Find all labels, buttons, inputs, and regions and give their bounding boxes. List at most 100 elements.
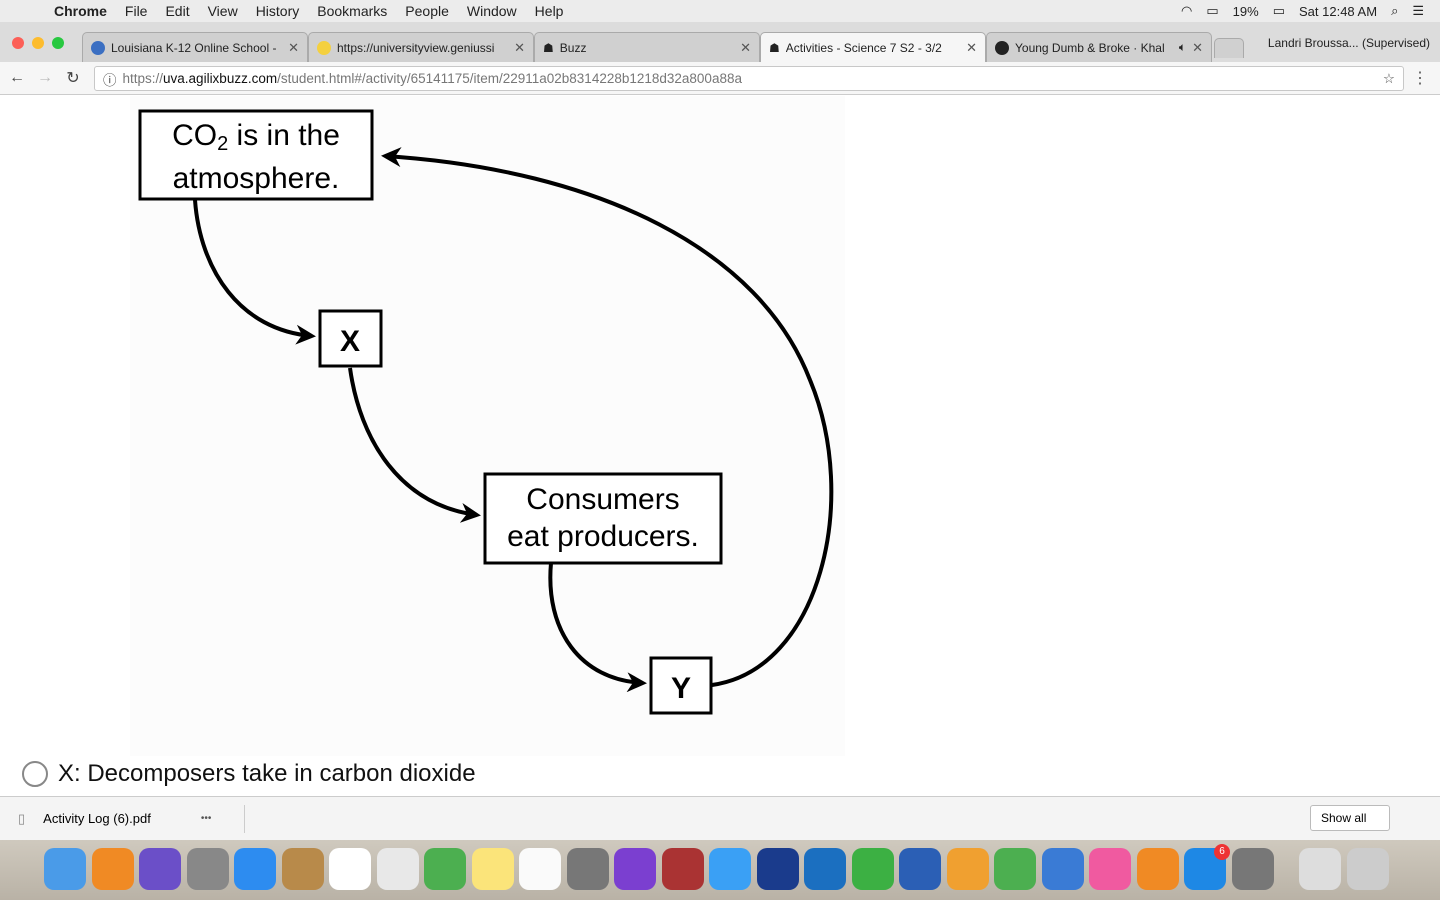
dock-launchpad-icon[interactable]: [186, 848, 229, 890]
x-box: [318, 309, 383, 368]
menu-kebab-icon[interactable]: ⋮: [1412, 70, 1428, 87]
download-shelf: ▯ Activity Log (6).pdf ••• Show all: [0, 796, 1440, 840]
show-all-button[interactable]: Show all: [1310, 805, 1390, 831]
dock-siri-icon[interactable]: [139, 848, 181, 890]
menu-window[interactable]: Window: [466, 3, 517, 19]
dock-keynote-icon[interactable]: [1041, 848, 1084, 890]
dock-trash-icon[interactable]: [1346, 848, 1389, 890]
bookmark-star-icon[interactable]: ☆: [1382, 70, 1395, 86]
menu-view[interactable]: View: [207, 3, 238, 19]
menu-people[interactable]: People: [405, 3, 449, 19]
dock-facetime-icon[interactable]: [851, 848, 894, 890]
tab-spotify[interactable]: Young Dumb & Broke · Khal🔈︎✕: [986, 32, 1212, 62]
dock-reminders-icon[interactable]: [519, 848, 561, 890]
dock-pages-icon[interactable]: [946, 848, 989, 890]
minimize-window-button[interactable]: [32, 37, 44, 49]
menu-history[interactable]: History: [255, 3, 300, 19]
arrow-x-to-consumers: [348, 367, 481, 523]
dock: 6: [0, 840, 1440, 900]
consumers-box: [483, 472, 723, 565]
dock-photo-booth-icon[interactable]: [661, 848, 704, 890]
dock-itunes-icon[interactable]: [1089, 848, 1131, 890]
new-tab-button[interactable]: [1214, 38, 1244, 58]
menu-file[interactable]: File: [124, 3, 148, 19]
dock-calendar-icon[interactable]: [329, 848, 371, 890]
co2-box-line2: atmosphere.: [173, 162, 340, 195]
search-icon[interactable]: ⌕: [1391, 3, 1399, 18]
tab-universityview[interactable]: https://universityview.geniussi✕: [308, 32, 534, 62]
spotify-icon: [995, 40, 1009, 55]
dock-self-service-icon[interactable]: [376, 848, 419, 890]
wifi-icon[interactable]: ◠: [1181, 3, 1193, 18]
download-options-button[interactable]: •••: [200, 813, 212, 824]
lightbulb-icon: [317, 40, 331, 55]
bee-icon: ☗: [769, 40, 780, 55]
co2-box: [138, 109, 374, 201]
dock-numbers-icon[interactable]: [994, 848, 1036, 890]
tab-strip: Louisiana K-12 Online School -✕ https://…: [0, 22, 1440, 62]
page-content: CO2 is in the atmosphere. X Consumers ea…: [0, 96, 1440, 796]
audio-icon[interactable]: 🔈︎: [1178, 40, 1187, 54]
dock-safari-icon[interactable]: [234, 848, 276, 890]
close-window-button[interactable]: [12, 37, 24, 49]
menu-app[interactable]: Chrome: [54, 3, 107, 19]
info-icon[interactable]: ⓘ: [103, 72, 117, 88]
menu-bar: Chrome File Edit View History Bookmarks …: [0, 0, 1440, 22]
close-icon[interactable]: ✕: [740, 39, 751, 55]
dock-downloads-stack-icon[interactable]: [1299, 848, 1341, 890]
consumers-line2: eat producers.: [507, 520, 699, 553]
back-button[interactable]: ←: [9, 69, 25, 86]
pdf-file-icon: ▯: [18, 810, 26, 826]
airplay-icon[interactable]: ▭: [1206, 3, 1219, 18]
tab-activities[interactable]: ☗Activities - Science 7 S2 - 3/2✕: [760, 32, 986, 62]
zoom-window-button[interactable]: [52, 37, 64, 49]
arrow-consumers-to-y: [548, 562, 647, 693]
menu-bookmarks[interactable]: Bookmarks: [317, 3, 388, 19]
address-bar[interactable]: ⓘ https://uva.agilixbuzz.com/student.htm…: [94, 66, 1404, 91]
clock[interactable]: Sat 12:48 AM: [1299, 3, 1378, 19]
close-icon[interactable]: ✕: [288, 39, 299, 55]
y-label: Y: [671, 672, 691, 705]
dock-system-preferences-icon[interactable]: [1231, 848, 1274, 890]
dock-drc-insight-icon[interactable]: [756, 848, 799, 890]
dock-word-icon[interactable]: [899, 848, 941, 890]
profile-button[interactable]: Landri Broussa... (Supervised): [1267, 36, 1430, 50]
bee-icon: ☗: [543, 40, 554, 55]
menu-help[interactable]: Help: [534, 3, 564, 19]
dock-quicktime-icon[interactable]: [804, 848, 846, 890]
menu-edit[interactable]: Edit: [165, 3, 190, 19]
answer-choice-x[interactable]: X: Decomposers take in carbon dioxide: [22, 760, 476, 788]
consumers-line1: Consumers: [526, 483, 679, 516]
reload-button[interactable]: ↻: [66, 70, 80, 87]
forward-button[interactable]: →: [37, 69, 53, 86]
dock-chrome-icon[interactable]: [424, 848, 466, 890]
carbon-cycle-diagram: CO2 is in the atmosphere. X Consumers ea…: [130, 96, 845, 756]
diagram-svg: CO2 is in the atmosphere. X Consumers ea…: [138, 109, 834, 715]
close-icon[interactable]: ✕: [514, 39, 525, 55]
divider: [244, 805, 245, 833]
notification-center-icon[interactable]: ☰: [1412, 3, 1424, 18]
y-box: [649, 656, 713, 715]
dock-vpn-icon[interactable]: [91, 848, 134, 890]
answer-radio[interactable]: [22, 761, 48, 787]
dock-contacts-icon[interactable]: [281, 848, 324, 890]
dock-badge: 6: [1214, 844, 1230, 860]
dock-messages-icon[interactable]: [709, 848, 751, 890]
tab-buzz[interactable]: ☗Buzz✕: [534, 32, 760, 62]
x-label: X: [340, 325, 360, 358]
dock-notes-icon[interactable]: [471, 848, 514, 890]
dock-finder-icon[interactable]: [44, 848, 86, 890]
close-icon[interactable]: ✕: [1192, 39, 1203, 55]
dock-ibooks-icon[interactable]: [1136, 848, 1179, 890]
battery-percent[interactable]: 19%: [1232, 3, 1259, 19]
arrow-co2-to-x: [193, 199, 316, 345]
tab-louisiana[interactable]: Louisiana K-12 Online School -✕: [82, 32, 308, 62]
dock-imovie-icon[interactable]: [614, 848, 656, 890]
window-controls: [12, 37, 64, 49]
browser-toolbar: ← → ↻ ⓘ https://uva.agilixbuzz.com/stude…: [0, 62, 1440, 95]
dock-app-store-icon[interactable]: 6: [1184, 844, 1230, 890]
download-item[interactable]: Activity Log (6).pdf: [43, 811, 151, 826]
battery-icon: ▭: [1272, 3, 1285, 18]
close-icon[interactable]: ✕: [966, 39, 977, 55]
dock-image-capture-icon[interactable]: [566, 848, 609, 890]
